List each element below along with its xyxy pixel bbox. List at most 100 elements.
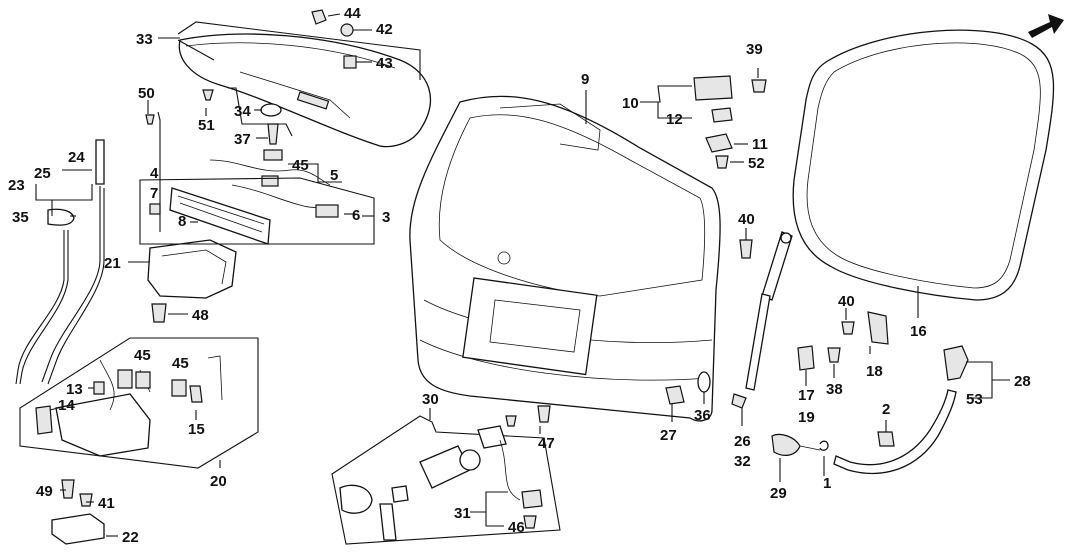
callout-22: 22 — [122, 529, 139, 546]
bolt-37-icon — [267, 123, 279, 145]
grommet-34-icon — [260, 103, 282, 117]
callout-47: 47 — [538, 435, 555, 452]
nut-52-icon — [715, 155, 729, 169]
callout-35: 35 — [12, 209, 29, 226]
callout-49: 49 — [36, 483, 53, 500]
clip-43-icon — [343, 55, 357, 69]
callout-30: 30 — [422, 391, 439, 408]
callout-44: 44 — [344, 5, 361, 22]
key-icon — [379, 503, 397, 541]
callout-3: 3 — [382, 209, 390, 226]
callout-37: 37 — [234, 131, 251, 148]
tailgate-support-rods — [15, 139, 105, 385]
screw-50-icon — [145, 114, 155, 125]
rod-holder-35-icon — [47, 208, 75, 226]
callout-20: 20 — [210, 473, 227, 490]
bracket-11-icon — [705, 133, 733, 153]
callout-45-top: 45 — [292, 157, 309, 174]
tailgate-latch-assy — [19, 337, 259, 469]
callout-52: 52 — [748, 155, 765, 172]
callout-42: 42 — [376, 21, 393, 38]
callout-1: 1 — [823, 475, 831, 492]
clamp-1-icon — [819, 440, 829, 451]
callout-36: 36 — [694, 407, 711, 424]
callout-2: 2 — [882, 401, 890, 418]
callout-8: 8 — [178, 213, 186, 230]
callout-38: 38 — [826, 381, 843, 398]
callout-53: 53 — [966, 391, 983, 408]
callout-23: 23 — [8, 177, 25, 194]
callout-26: 26 — [734, 433, 751, 450]
callout-33: 33 — [136, 31, 153, 48]
callout-28: 28 — [1014, 373, 1031, 390]
bumper-17-icon — [797, 345, 815, 371]
hinge-10-icon — [693, 75, 733, 101]
callout-6: 6 — [352, 207, 360, 224]
callout-46: 46 — [508, 519, 525, 536]
callout-17: 17 — [798, 387, 815, 404]
plug-36-icon — [697, 371, 711, 393]
callout-34: 34 — [234, 103, 251, 120]
tailgate-gas-strut — [731, 231, 793, 409]
callout-16: 16 — [910, 323, 927, 340]
gasket-icon — [339, 484, 373, 514]
callout-13: 13 — [66, 381, 83, 398]
callout-51: 51 — [198, 117, 215, 134]
callout-31: 31 — [454, 505, 471, 522]
clip-13-icon — [93, 381, 105, 395]
stopper-18-icon — [867, 311, 889, 345]
clip-44-icon — [311, 9, 327, 25]
callout-40-upper: 40 — [738, 211, 755, 228]
callout-43: 43 — [376, 55, 393, 72]
tailgate-striker — [51, 479, 105, 545]
clip-12-icon — [711, 107, 733, 123]
right-side-hardware — [665, 75, 895, 451]
small-fasteners-top — [145, 9, 357, 145]
callout-39: 39 — [746, 41, 763, 58]
tailgate-panel — [409, 95, 721, 422]
callout-21: 21 — [104, 255, 121, 272]
nut-42-icon — [340, 23, 354, 37]
leader-lines — [35, 13, 1010, 537]
bulb-7-icon — [149, 203, 161, 215]
callout-24: 24 — [68, 149, 85, 166]
callout-27: 27 — [660, 427, 677, 444]
tailgate-weatherstrip — [792, 29, 1055, 301]
callout-labels: 1 2 3 4 5 6 7 8 9 10 11 12 13 14 15 16 1… — [8, 5, 1031, 546]
clip-46-icon — [523, 515, 537, 529]
screw-47-icon — [537, 405, 551, 423]
callout-19: 19 — [798, 409, 815, 426]
bolt-38-icon — [827, 347, 841, 363]
callout-45-right: 45 — [172, 355, 189, 372]
cylinder-key-kit — [331, 405, 561, 545]
callout-40-lower: 40 — [838, 293, 855, 310]
callout-14: 14 — [58, 397, 75, 414]
callout-15: 15 — [188, 421, 205, 438]
arrow-right-icon — [1028, 14, 1064, 38]
callout-10: 10 — [622, 95, 639, 112]
rear-spoiler — [178, 33, 431, 148]
bolt-39-icon — [751, 79, 767, 93]
callout-45-left: 45 — [134, 347, 151, 364]
bracket-14-icon — [35, 405, 53, 435]
cap-27-icon — [665, 385, 685, 405]
callout-50: 50 — [138, 85, 155, 102]
high-mount-stop-light-assy — [149, 111, 339, 245]
callout-18: 18 — [866, 363, 883, 380]
clip-2-icon — [877, 431, 895, 447]
callout-48: 48 — [192, 307, 209, 324]
callout-32: 32 — [734, 453, 751, 470]
bolt-49-icon — [61, 479, 75, 499]
screw-51-icon — [202, 89, 214, 101]
rod-clip-15-icon — [189, 385, 203, 403]
washer-hose-assy — [771, 345, 969, 474]
callout-41: 41 — [98, 495, 115, 512]
callout-11: 11 — [752, 136, 768, 153]
callout-29: 29 — [770, 485, 787, 502]
callout-4: 4 — [150, 165, 159, 182]
callout-5: 5 — [330, 167, 338, 184]
nozzle-29-icon — [771, 433, 801, 456]
bolt-48-icon — [151, 303, 167, 323]
bolt-40b-icon — [841, 321, 855, 335]
